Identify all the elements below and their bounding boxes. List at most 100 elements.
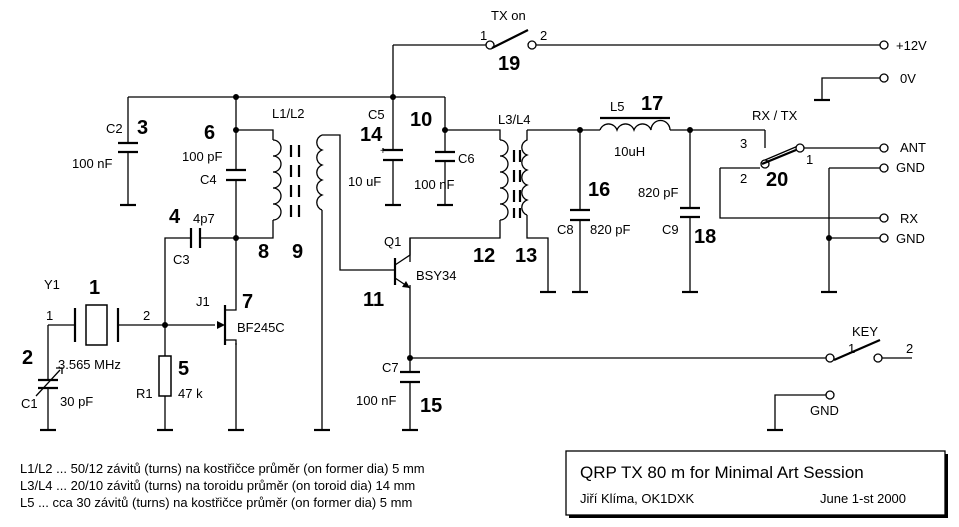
label-c8: C8 [557,222,574,237]
label-l5-val: 10uH [614,144,645,159]
label-y1-pin2: 2 [143,308,150,323]
label-c1: C1 [21,396,38,411]
node-7: 7 [242,291,253,313]
label-r1: R1 [136,386,153,401]
label-c3-val: 4p7 [193,211,215,226]
label-tx-pin2: 2 [540,28,547,43]
node-16: 16 [588,179,610,201]
terminals [825,40,889,400]
label-0v: 0V [900,71,916,86]
label-j1: J1 [196,294,210,309]
note-l5: L5 ... cca 30 závitů (turns) na kostřičc… [20,495,412,510]
node-11: 11 [363,289,384,311]
label-c5-val: 10 uF [348,174,381,189]
label-c1-val: 30 pF [60,394,93,409]
node-14: 14 [360,124,383,146]
label-c9: C9 [662,222,679,237]
label-gnd3: GND [810,403,839,418]
svg-text:+: + [380,146,386,157]
node-6: 6 [204,122,215,144]
node-18: 18 [694,226,716,248]
label-r1-val: 47 k [178,386,203,401]
node-1: 1 [89,277,100,299]
label-l1l2: L1/L2 [272,106,305,121]
capacitor-c7 [400,370,420,384]
label-c8-val: 820 pF [590,222,631,237]
transistor-q1 [393,238,411,289]
label-c2: C2 [106,121,123,136]
label-y1: Y1 [44,277,60,292]
capacitor-c8 [570,208,590,222]
label-y1-pin1: 1 [46,308,53,323]
label-c7-val: 100 nF [356,393,397,408]
label-rx: RX [900,211,918,226]
node-15: 15 [420,395,442,417]
capacitor-c9 [680,206,700,219]
note-l3l4: L3/L4 ... 20/10 závitů (turns) na toroid… [20,478,415,493]
label-ant: ANT [900,140,926,155]
switch-tx-on [485,29,537,50]
label-rx-tx: RX / TX [752,108,798,123]
node-5: 5 [178,358,189,380]
node-10: 10 [410,109,432,131]
node-13: 13 [515,245,537,267]
label-gnd1: GND [896,160,925,175]
label-sw-pin1: 1 [806,152,813,167]
wires [40,44,912,432]
coil-notes: L1/L2 ... 50/12 závitů (turns) na kostři… [20,461,425,510]
capacitor-c1 [35,367,63,397]
label-c6: C6 [458,151,475,166]
label-gnd2: GND [896,231,925,246]
label-c6-val: 100 nF [414,177,455,192]
inductor-l5 [599,116,671,132]
node-3: 3 [137,117,148,139]
label-l5: L5 [610,99,624,114]
node-9: 9 [292,241,303,263]
note-l1l2: L1/L2 ... 50/12 závitů (turns) na kostři… [20,461,425,476]
node-17: 17 [641,93,663,115]
label-sw-pin2: 2 [740,171,747,186]
label-y1-val: 3.565 MHz [58,357,121,372]
label-q1-type: BSY34 [416,268,456,283]
capacitor-c3 [189,228,202,248]
capacitor-c4 [226,168,246,182]
label-l3l4: L3/L4 [498,112,531,127]
node-2: 2 [22,347,33,369]
label-key: KEY [852,324,878,339]
capacitor-c5: + [380,146,403,162]
label-c4-val: 100 pF [182,149,223,164]
capacitor-c2 [118,141,138,154]
label-sw-pin3: 3 [740,136,747,151]
label-c7: C7 [382,360,399,375]
label-plus12v: +12V [896,38,927,53]
label-tx-pin1: 1 [480,28,487,43]
crystal-y1 [73,304,120,346]
label-tx-on: TX on [491,8,526,23]
title-block: QRP TX 80 m for Minimal Art Session Jiří… [565,450,948,518]
label-key-pin1: 1 [848,341,855,356]
node-20: 20 [766,169,788,191]
inductor-l4 [521,130,529,216]
label-c4: C4 [200,172,217,187]
label-c2-val: 100 nF [72,156,113,171]
inductor-l1 [272,139,301,221]
label-j1-type: BF245C [237,320,285,335]
label-c3: C3 [173,252,190,267]
label-c5: C5 [368,107,385,122]
junctions [162,94,832,361]
label-c9-val: 820 pF [638,185,679,200]
label-q1: Q1 [384,234,401,249]
date-text: June 1-st 2000 [820,491,906,506]
transistor-j1 [217,295,237,345]
inductor-l2 [316,134,324,211]
capacitor-c6 [435,150,455,163]
node-12: 12 [473,245,495,267]
key-switch [825,338,883,363]
switch-rx-tx [760,143,805,169]
node-8: 8 [258,241,269,263]
inductor-l3 [499,139,522,221]
resistor-r1 [158,355,172,397]
author-text: Jiří Klíma, OK1DXK [580,491,694,506]
component-labels: TX on 1 2 +12V 0V C2 100 nF C5 10 uF C6 … [21,8,927,418]
